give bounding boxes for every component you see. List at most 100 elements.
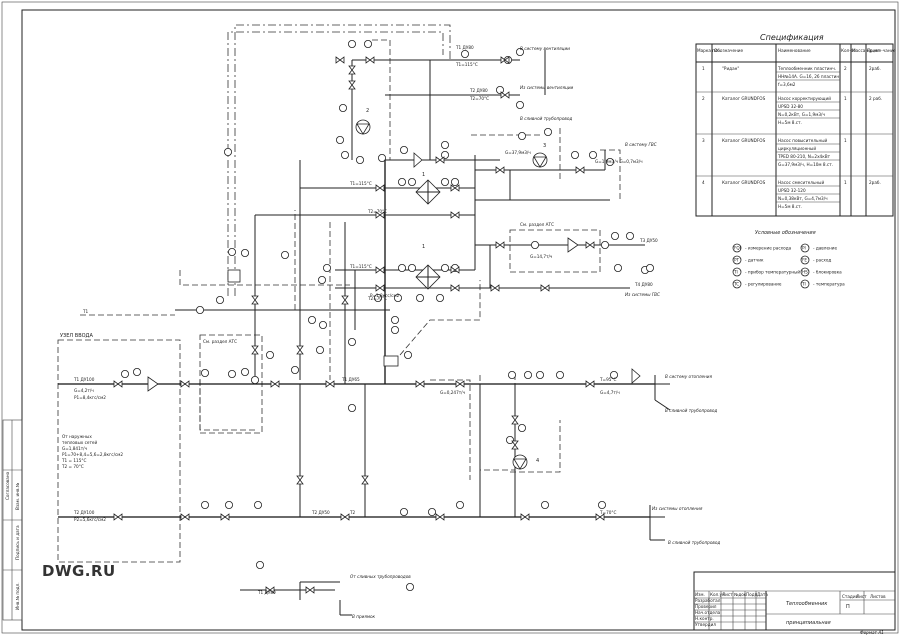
pump-4: 4 <box>512 454 539 470</box>
instrument-bubble <box>227 247 236 256</box>
spec-name-line: НН№14А. G=16, 26 пластин <box>778 74 839 79</box>
spec-qty: 1 <box>844 96 847 101</box>
stamp-role: Разработал <box>695 598 721 603</box>
position-label: 4 <box>536 458 539 464</box>
instrument-bubble <box>195 305 204 314</box>
side-stamp: Инв.№ подл. Подпись и дата Взам. инв.№ С… <box>2 419 23 621</box>
instrument-bubble <box>121 369 130 378</box>
zone-input-node-label: УЗЕЛ ВВОДА <box>60 333 93 339</box>
valve <box>585 241 595 249</box>
label-t1-du65: Т1 ДУ65 <box>341 377 360 382</box>
title-block: Изм. Кол.уч Лист №док Подп. Дата Разрабо… <box>693 571 896 635</box>
label-tl-1: Т1 <box>82 309 89 314</box>
valve <box>495 241 505 249</box>
spec-header-cell: Приме-чание <box>867 48 896 53</box>
spec-header-cell: Кол-во <box>841 48 856 53</box>
legend-symbol: FQI <box>734 246 741 251</box>
spec-qty: 2 <box>844 66 847 71</box>
label-drain-1: В сливной трубопровод <box>520 116 572 121</box>
label-gvs-out: Из системы ГВС <box>625 292 660 297</box>
instrument-bubble <box>541 500 550 509</box>
spec-header-cell: Обозначение <box>714 48 743 53</box>
legend: Условные обозначения FQI- измерение расх… <box>732 230 845 289</box>
label-vent-out: Из системы вентиляции <box>520 85 574 90</box>
instrument-bubble <box>495 86 504 95</box>
spec-designation: "Ридан" <box>722 66 739 71</box>
controller-box <box>227 269 241 283</box>
instrument-bubble <box>440 150 449 159</box>
spec-name-line: H=5м 8.ст. <box>778 120 802 125</box>
instrument-bubble <box>544 127 553 136</box>
label-priyamok: В приямок <box>352 614 376 619</box>
stamp-format: Формат А1 <box>860 630 884 635</box>
valve <box>113 513 123 521</box>
legend-label: - температура <box>813 282 845 287</box>
valve <box>450 266 460 274</box>
instrument-bubble <box>347 40 356 49</box>
valve <box>325 380 335 388</box>
stamp-subtitle: принципиальная <box>786 620 831 626</box>
side-stamp-cell: Взам. инв.№ <box>15 482 20 510</box>
valve <box>540 284 550 292</box>
legend-item: FQI- измерение расхода <box>732 243 792 253</box>
stamp-role: Кол.уч <box>710 592 725 597</box>
instrument-bubble <box>393 293 402 302</box>
stamp-role: Н.контр. <box>695 616 714 621</box>
spec-name-line: N=0,38кВт, G=4,7м3/ч <box>778 196 828 201</box>
legend-item: PI- давление <box>800 243 837 253</box>
valve <box>305 586 315 594</box>
label-g-ats: G=14,7т/ч <box>530 254 553 259</box>
valve <box>340 513 350 521</box>
label-t1-du100: Т1 ДУ100 <box>73 377 95 382</box>
instrument-bubble <box>518 131 527 140</box>
instrument-bubble <box>460 50 469 59</box>
label-heat-in: В систему отопления <box>665 374 713 379</box>
instrument-bubble <box>340 150 349 159</box>
valve <box>450 284 460 292</box>
spec-name-line: N=0,2кВт, G=1,9м3/ч <box>778 112 825 117</box>
spec-qty: 1 <box>844 180 847 185</box>
spec-name-line: UPSD 32-120 <box>778 188 806 193</box>
label-t2-du80: Т2 ДУ80 <box>469 88 488 93</box>
spec-name-line: Теплообменник пластинч. <box>777 66 836 71</box>
label-drain-2: В сливной трубопровод <box>665 408 717 413</box>
position-label: 1 <box>422 172 425 178</box>
instrument-bubble <box>407 177 416 186</box>
valve <box>511 440 519 450</box>
strainer <box>413 152 423 168</box>
instrument-bubble <box>290 365 299 374</box>
spec-pos: 1 <box>702 66 705 71</box>
stamp-sheet-header: Лист <box>856 594 867 599</box>
instrument-bubble <box>440 140 449 149</box>
instrument-bubble <box>335 135 344 144</box>
zone-input-node <box>57 339 181 563</box>
instrument-bubble <box>132 367 141 376</box>
instrument-bubble <box>440 263 449 272</box>
instrument-bubble <box>524 370 533 379</box>
valve <box>435 513 445 521</box>
label-t70: T=70°C <box>599 510 616 515</box>
net-param: G=1,841т/ч <box>62 446 88 451</box>
legend-label: - датчик <box>745 258 764 263</box>
instrument-bubble <box>390 315 399 324</box>
stamp-sheets-header: Листов <box>870 594 886 599</box>
label-drain-3: В сливной трубопровод <box>668 540 720 545</box>
valve <box>296 345 304 355</box>
instrument-bubble <box>224 500 233 509</box>
instrument-bubble <box>240 367 249 376</box>
spec-header-cell: Наименование <box>778 48 811 53</box>
net-param: T1 = 115°C <box>61 458 86 463</box>
label-t95: T=95°C <box>599 377 616 382</box>
legend-symbol: HS <box>802 270 808 275</box>
valve <box>220 513 230 521</box>
valve <box>450 184 460 192</box>
stamp-role: Нач.отдела <box>695 610 721 615</box>
net-param: От наружных <box>62 434 92 439</box>
strainer <box>147 376 159 392</box>
valve <box>415 380 425 388</box>
label-g-heat: G=0,247т/ч <box>440 390 466 395</box>
strainer <box>631 368 641 384</box>
legend-symbol: TI <box>801 282 806 287</box>
instrument-bubble <box>397 177 406 186</box>
valve <box>455 380 465 388</box>
